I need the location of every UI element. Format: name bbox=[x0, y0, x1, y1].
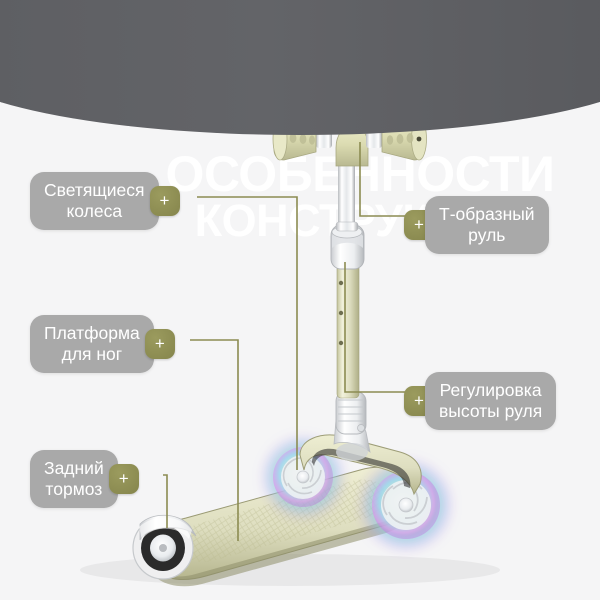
callout-rear-brake[interactable]: Задний тормоз + bbox=[30, 450, 139, 508]
callout-foot-platform[interactable]: Платформа для ног + bbox=[30, 315, 175, 373]
callout-t-bar-handle[interactable]: + Т-образный руль bbox=[404, 196, 549, 254]
rear-brake-fender bbox=[132, 514, 197, 580]
header-banner bbox=[0, 0, 600, 135]
line-height-adjustment bbox=[344, 262, 418, 393]
line-foot-platform bbox=[190, 339, 239, 541]
plus-icon-glowing-wheels[interactable]: + bbox=[149, 186, 180, 216]
callout-glowing-wheels[interactable]: Светящиеся колеса + bbox=[30, 172, 180, 230]
callout-label-height-adjustment: Регулировка высоты руля bbox=[425, 372, 557, 430]
line-t-bar-handle bbox=[359, 142, 418, 217]
callout-label-rear-brake: Задний тормоз bbox=[30, 450, 118, 508]
callout-label-t-bar-handle: Т-образный руль bbox=[425, 196, 549, 254]
callout-label-foot-platform: Платформа для ног bbox=[30, 315, 154, 373]
callout-label-glowing-wheels: Светящиеся колеса bbox=[30, 172, 159, 230]
callout-height-adjustment[interactable]: + Регулировка высоты руля bbox=[404, 372, 557, 430]
line-glowing-wheels bbox=[197, 196, 298, 470]
plus-icon-rear-brake[interactable]: + bbox=[108, 464, 139, 494]
line-rear-brake bbox=[163, 474, 168, 528]
plus-icon-foot-platform[interactable]: + bbox=[144, 329, 175, 359]
chrome-stem bbox=[335, 160, 359, 232]
front-wheel-left bbox=[266, 440, 340, 514]
